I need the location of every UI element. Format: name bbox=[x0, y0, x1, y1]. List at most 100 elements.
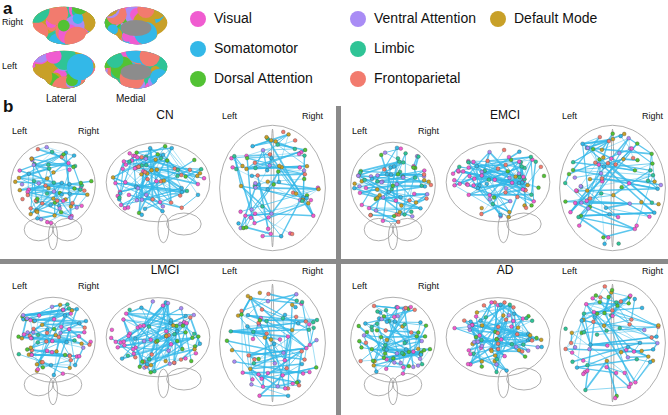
roi-node bbox=[486, 159, 490, 163]
roi-node bbox=[165, 159, 169, 163]
roi-node bbox=[520, 165, 524, 169]
connection-line bbox=[182, 195, 198, 208]
roi-node bbox=[636, 158, 640, 162]
connection-line bbox=[386, 310, 401, 363]
connection-line bbox=[398, 153, 406, 174]
roi-node bbox=[606, 161, 610, 165]
roi-node bbox=[180, 186, 184, 190]
roi-node bbox=[133, 166, 137, 170]
roi-node bbox=[128, 160, 132, 164]
roi-node bbox=[109, 336, 113, 340]
connection-line bbox=[274, 134, 289, 184]
roi-node bbox=[52, 373, 56, 377]
roi-node bbox=[192, 332, 196, 336]
roi-node bbox=[192, 313, 196, 317]
roi-node bbox=[493, 178, 497, 182]
roi-node bbox=[385, 172, 389, 176]
roi-node bbox=[385, 320, 389, 324]
roi-node bbox=[414, 201, 418, 205]
roi-node bbox=[128, 308, 132, 312]
roi-node bbox=[362, 333, 366, 337]
roi-node bbox=[467, 160, 471, 164]
roi-node bbox=[360, 203, 364, 207]
roi-node bbox=[358, 191, 362, 195]
roi-node bbox=[394, 199, 398, 203]
roi-node bbox=[404, 347, 408, 351]
roi-node bbox=[376, 310, 380, 314]
brain-outline bbox=[446, 143, 550, 222]
brain-surface bbox=[23, 0, 107, 56]
roi-node bbox=[376, 173, 380, 177]
roi-node bbox=[472, 177, 476, 181]
roi-node bbox=[504, 163, 508, 167]
connection-line bbox=[377, 174, 424, 176]
connection-line bbox=[481, 201, 510, 214]
roi-node bbox=[611, 193, 615, 197]
connection-line bbox=[31, 208, 70, 217]
roi-node bbox=[52, 171, 56, 175]
roi-node bbox=[607, 139, 611, 143]
roi-node bbox=[286, 394, 290, 398]
glass-brain bbox=[106, 143, 210, 243]
roi-node bbox=[29, 346, 33, 350]
roi-node bbox=[425, 197, 429, 201]
roi-node bbox=[140, 172, 144, 176]
roi-node bbox=[291, 382, 295, 386]
roi-node bbox=[598, 158, 602, 162]
glass-brain bbox=[106, 298, 210, 398]
connection-line bbox=[262, 310, 298, 324]
roi-node bbox=[30, 353, 34, 357]
connection-line bbox=[278, 382, 299, 387]
roi-node bbox=[234, 167, 238, 171]
roi-node bbox=[32, 179, 36, 183]
connection-line bbox=[54, 167, 74, 172]
roi-node bbox=[137, 165, 141, 169]
roi-node bbox=[381, 219, 385, 223]
roi-node bbox=[622, 132, 626, 136]
roi-node bbox=[61, 308, 65, 312]
roi-node bbox=[375, 322, 379, 326]
connection-line bbox=[47, 178, 63, 200]
connection-line bbox=[232, 350, 305, 359]
roi-node bbox=[138, 324, 142, 328]
roi-node bbox=[598, 135, 602, 139]
roi-node bbox=[606, 236, 610, 240]
connection-line bbox=[139, 148, 172, 213]
roi-node bbox=[144, 163, 148, 167]
roi-node bbox=[389, 173, 393, 177]
roi-node bbox=[253, 161, 257, 165]
roi-node bbox=[314, 366, 318, 370]
brain-outline bbox=[158, 214, 169, 243]
roi-node bbox=[298, 166, 302, 170]
roi-node bbox=[77, 334, 81, 338]
roi-node bbox=[651, 162, 655, 166]
roi-node bbox=[68, 366, 72, 370]
roi-node bbox=[508, 176, 512, 180]
roi-node bbox=[40, 323, 44, 327]
roi-node bbox=[179, 173, 183, 177]
roi-node bbox=[80, 204, 84, 208]
roi-node bbox=[65, 340, 69, 344]
roi-node bbox=[196, 193, 200, 197]
roi-node bbox=[305, 196, 309, 200]
roi-node bbox=[33, 162, 37, 166]
roi-node bbox=[140, 213, 144, 217]
glass-brain bbox=[446, 298, 550, 398]
roi-node bbox=[588, 197, 592, 201]
roi-node bbox=[507, 215, 511, 219]
roi-node bbox=[401, 365, 405, 369]
roi-node bbox=[290, 303, 294, 307]
connection-line bbox=[602, 144, 637, 179]
roi-node bbox=[571, 168, 575, 172]
roi-node bbox=[150, 168, 154, 172]
roi-node bbox=[569, 210, 573, 214]
roi-node bbox=[128, 151, 132, 155]
roi-node bbox=[32, 319, 36, 323]
roi-node bbox=[585, 189, 589, 193]
roi-node bbox=[22, 333, 26, 337]
roi-node bbox=[253, 358, 257, 362]
connection-line bbox=[126, 308, 141, 314]
roi-node bbox=[367, 206, 371, 210]
connection-line bbox=[565, 183, 590, 207]
connection-line bbox=[46, 341, 66, 343]
